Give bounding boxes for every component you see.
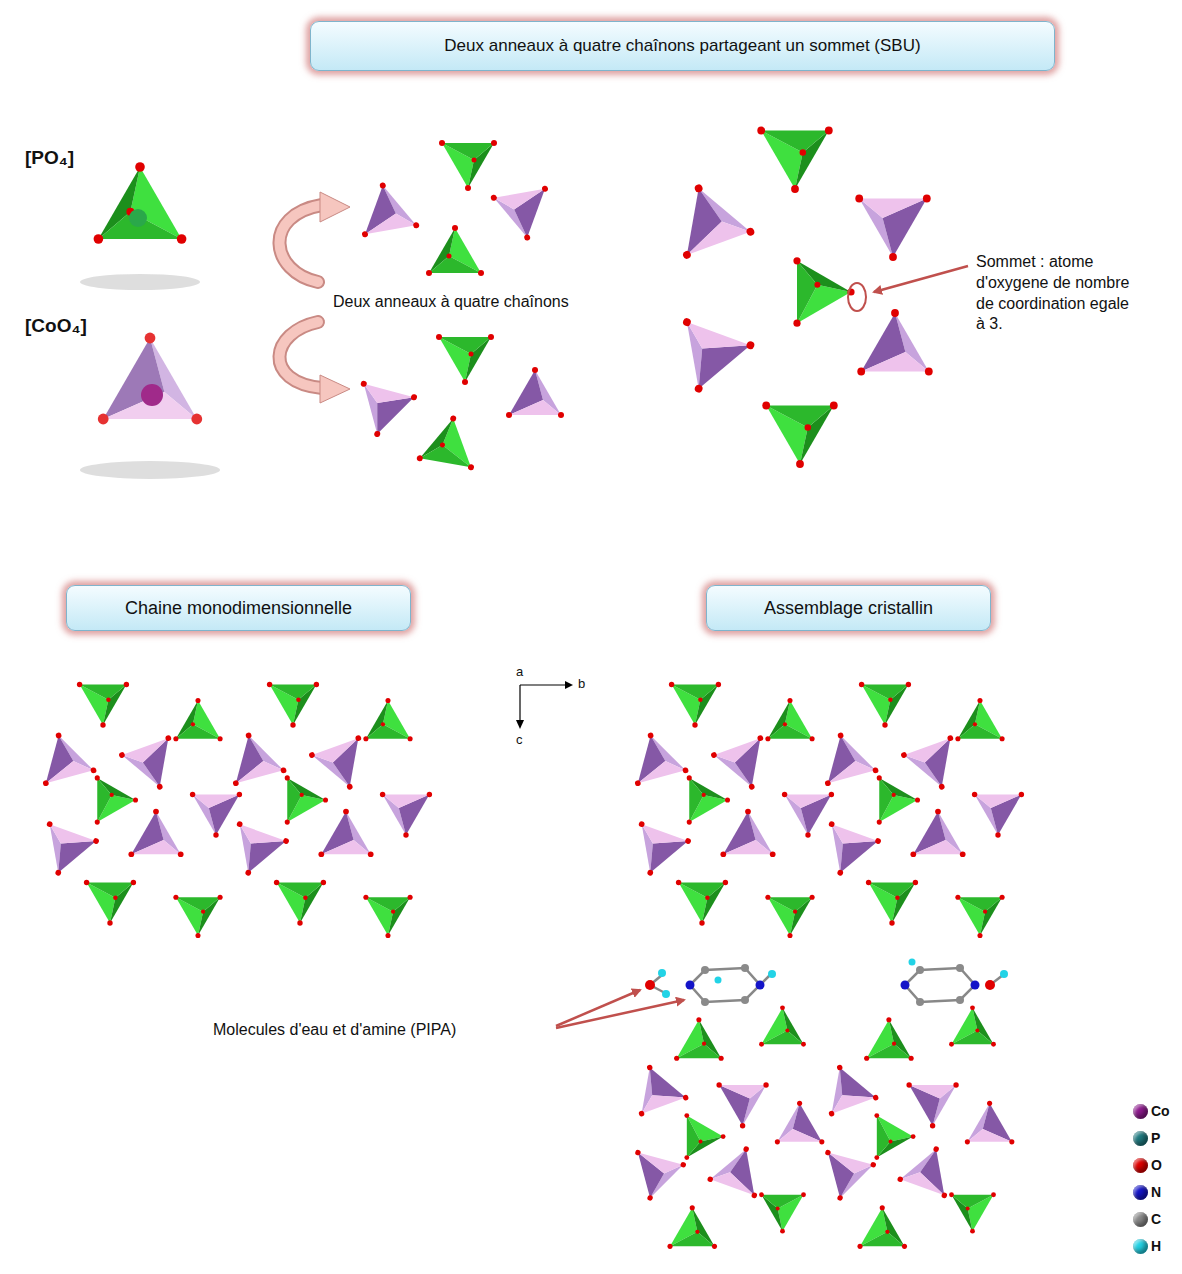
formula-label: [CoO₄] bbox=[25, 314, 87, 339]
axis-label: b bbox=[578, 676, 585, 693]
legend-text: P bbox=[1151, 1130, 1160, 1146]
legend-swatch bbox=[1133, 1158, 1148, 1173]
legend-text: C bbox=[1151, 1211, 1161, 1227]
annotation-label: Deux anneaux à quatre chaînons bbox=[333, 292, 569, 313]
legend-swatch bbox=[1133, 1131, 1148, 1146]
section-box: Assemblage cristallin bbox=[706, 585, 991, 631]
box-text: Chaine monodimensionnelle bbox=[125, 598, 352, 619]
legend-swatch bbox=[1133, 1185, 1148, 1200]
box-text: Assemblage cristallin bbox=[764, 598, 933, 619]
formula-label: [PO₄] bbox=[25, 146, 74, 171]
title-box: Deux anneaux à quatre chaînons partagean… bbox=[310, 21, 1055, 71]
legend-text: Co bbox=[1151, 1103, 1170, 1119]
section-box: Chaine monodimensionnelle bbox=[66, 585, 411, 631]
annotation-label: Molecules d'eau et d'amine (PIPA) bbox=[213, 1020, 456, 1041]
callout-note: Sommet : atome d'oxygene de nombre de co… bbox=[976, 252, 1141, 335]
axis-label: a bbox=[516, 664, 523, 681]
legend-text: N bbox=[1151, 1184, 1161, 1200]
box-text: Deux anneaux à quatre chaînons partagean… bbox=[444, 36, 920, 56]
legend-text: O bbox=[1151, 1157, 1162, 1173]
legend-text: H bbox=[1151, 1238, 1161, 1254]
legend-swatch bbox=[1133, 1212, 1148, 1227]
legend-swatch bbox=[1133, 1239, 1148, 1254]
axis-label: c bbox=[516, 732, 523, 749]
legend-swatch bbox=[1133, 1104, 1148, 1119]
